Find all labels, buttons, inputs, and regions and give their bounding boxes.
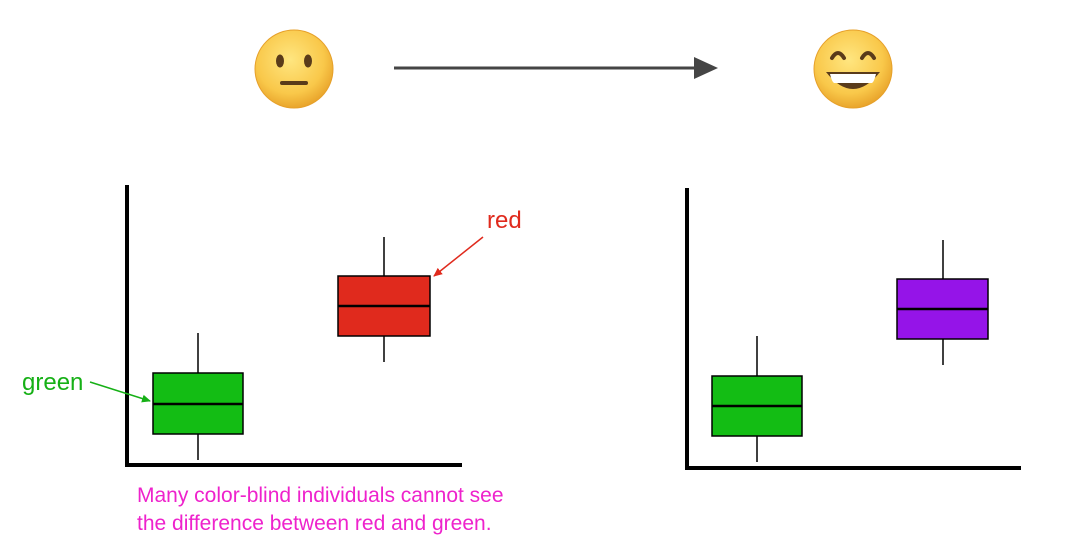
neutral-face-icon [254,29,334,109]
grinning-face-icon [813,29,893,109]
red-pointer-arrow [433,236,484,277]
right-arrow-icon [394,57,718,79]
left-red-box [337,237,431,362]
right-boxplot-panel [685,188,1021,470]
green-pointer-arrow [89,381,151,403]
left-boxplot-panel: red green [22,185,522,467]
right-purple-box [896,240,989,365]
green-label: green [22,369,83,396]
left-green-box [152,333,244,460]
red-label: red [487,207,522,234]
caption: Many color-blind individuals cannot see … [137,482,657,538]
caption-line-1: Many color-blind individuals cannot see [137,484,504,507]
right-green-box [711,336,803,462]
caption-line-2: the difference between red and green. [137,512,492,535]
